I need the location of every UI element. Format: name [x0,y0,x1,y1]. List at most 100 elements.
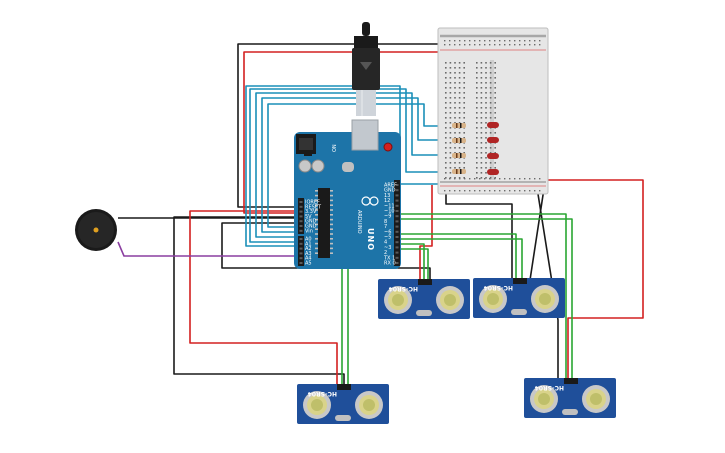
breadboard-hole [494,40,496,42]
header-pin[interactable] [395,230,399,233]
header-pin[interactable] [299,238,303,240]
breadboard-hole [480,127,483,129]
header-pin[interactable] [395,246,399,249]
header-pin[interactable] [395,199,399,202]
header-pin[interactable] [299,242,303,245]
breadboard-hole [480,77,483,79]
header-pin[interactable] [299,205,303,208]
breadboard-hole [476,82,478,84]
header-pin[interactable] [395,215,399,218]
breadboard-hole [476,77,478,79]
header-pin[interactable] [299,210,303,213]
header-pin[interactable] [299,229,303,232]
breadboard-hole [494,132,496,134]
ultrasonic-sensor-2[interactable]: HC-SR04 [378,279,470,319]
resistor-4[interactable] [452,169,466,174]
breadboard-hole [458,122,461,124]
wire-5v-sensor4[interactable] [545,179,644,378]
breadboard-hole [458,107,461,109]
ultrasonic-sensor-4[interactable]: HC-SR04 [524,378,616,418]
breadboard-hole [529,190,531,192]
breadboard-hole [463,162,465,164]
led-1[interactable] [487,122,499,128]
breadboard-hole [469,44,471,46]
led-3[interactable] [487,153,499,159]
breadboard-hole [514,40,516,42]
header-pin[interactable] [395,189,399,192]
header-pin[interactable] [395,236,399,238]
wire-gnd-sensor3[interactable] [529,181,546,281]
usb-cable[interactable] [352,22,380,116]
arduino-uno-board[interactable]: ON UNO ARDUINO AREFGND1312~11~10~987~6~5… [294,119,401,269]
chip-leg [330,242,333,245]
resistor-2[interactable] [452,138,466,143]
header-pin[interactable] [299,252,303,255]
led-4[interactable] [487,169,499,175]
breadboard-hole [480,162,483,164]
header-pin[interactable] [395,210,399,212]
wire-5v-sensor2[interactable] [419,185,433,279]
breadboard-hole [454,87,456,89]
header-pin[interactable] [395,194,399,197]
sensor-label: HC-SR04 [535,384,564,391]
wire-echo-sensor3[interactable] [396,238,523,278]
breadboard-hole [485,107,487,109]
wire-led-2[interactable] [261,97,452,233]
chip-leg [330,204,333,206]
ultrasonic-sensor-3[interactable]: HC-SR04 [473,278,565,318]
header-pin[interactable] [299,225,303,227]
header-pin[interactable] [395,225,399,228]
header-pin[interactable] [395,251,399,254]
wire-gnd-sensor1[interactable] [173,216,345,384]
breadboard-hole [519,40,521,42]
wire-buzzer-signal[interactable] [117,241,300,257]
wire-echo-sensor2[interactable] [396,248,429,279]
chip-leg [330,194,333,197]
header-pin[interactable] [299,262,303,264]
led-2[interactable] [487,137,499,143]
wire-echo-sensor4[interactable] [396,218,573,378]
ultrasonic-sensor-1[interactable]: HC-SR04 [297,384,389,424]
wire-5v-top[interactable] [243,51,440,214]
breadboard-hole [509,40,511,42]
breadboard-hole [494,147,496,149]
header-pin[interactable] [395,262,399,264]
wire-led-4[interactable] [249,88,452,243]
analog-pin-label: A0 [305,237,312,243]
resistor-3[interactable] [452,153,466,158]
breadboard-hole [463,92,465,94]
breadboard-hole [445,152,447,154]
chip-leg [315,209,318,211]
reset-button[interactable] [383,142,393,152]
header-pin[interactable] [395,204,399,207]
header-pin[interactable] [395,184,399,186]
breadboard-hole [519,190,521,192]
wire-trig-sensor4[interactable] [396,213,567,378]
wire-led-1[interactable] [267,103,452,228]
breadboard[interactable] [437,27,549,195]
wire-gnd-bb[interactable] [445,185,513,278]
wire-5v-sensor1[interactable] [189,210,338,384]
wire-led-3[interactable] [255,92,452,238]
wire-gnd-rail[interactable] [221,222,431,279]
header-pin[interactable] [395,256,399,259]
header-pin[interactable] [299,247,303,250]
wire-trig-sensor3[interactable] [396,233,517,278]
breadboard-hole [499,44,501,46]
header-pin[interactable] [395,241,399,244]
header-pin[interactable] [395,220,399,223]
wire-trig-sensor2[interactable] [396,243,425,279]
resistor-1[interactable] [452,123,466,128]
breadboard-hole [463,177,465,179]
wire-led-5[interactable] [245,85,452,247]
header-pin[interactable] [299,220,303,223]
breadboard-hole [480,137,483,139]
breadboard-hole [480,67,483,69]
wire-gnd-top[interactable] [237,43,440,208]
header-pin[interactable] [299,215,303,218]
piezo-buzzer[interactable] [75,209,117,251]
breadboard-hole [449,40,451,42]
breadboard-hole [489,167,492,169]
header-pin[interactable] [299,257,303,260]
header-pin[interactable] [299,201,303,203]
